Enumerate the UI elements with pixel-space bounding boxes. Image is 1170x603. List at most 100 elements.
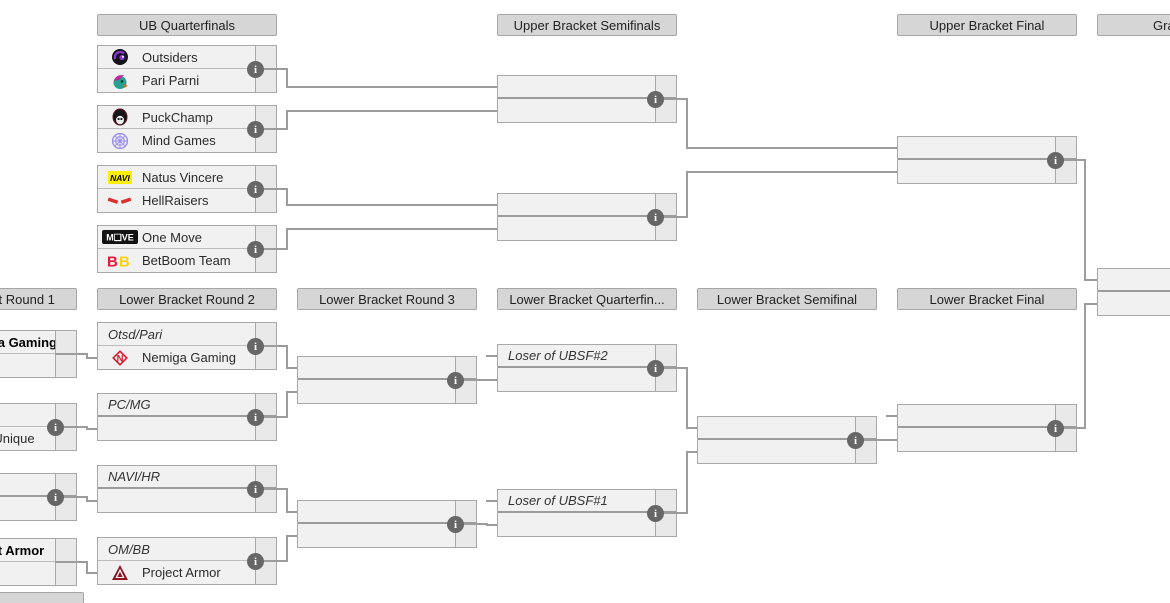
team-name[interactable]: Outsiders xyxy=(142,49,198,65)
team-name[interactable]: Natus Vincere xyxy=(142,169,224,185)
match-info-icon[interactable]: i xyxy=(447,372,464,389)
connector-line xyxy=(286,110,288,130)
header-label: Lower Bracket Round 2 xyxy=(119,291,255,307)
connector-line xyxy=(455,523,487,525)
connector-line xyxy=(655,216,687,218)
match-info-icon[interactable]: i xyxy=(1047,420,1064,437)
match-slot-top xyxy=(498,194,676,217)
team-name[interactable]: Pari Parni xyxy=(142,73,200,88)
match-info-icon[interactable]: i xyxy=(247,181,264,198)
connector-line xyxy=(55,353,87,355)
svg-text:B: B xyxy=(107,253,118,269)
team-name[interactable]: Mind Games xyxy=(142,133,216,148)
connector-line xyxy=(86,496,88,502)
match-slot-top: Project Armor xyxy=(0,539,76,562)
match-info-icon[interactable]: i xyxy=(647,505,664,522)
svg-text:N: N xyxy=(117,353,124,364)
match-info-icon[interactable]: i xyxy=(47,419,64,436)
connector-line xyxy=(86,353,88,359)
header-ubsf: Upper Bracket Semifinals xyxy=(497,14,677,36)
team-name[interactable]: HellRaisers xyxy=(142,193,209,208)
mind-games-logo xyxy=(98,132,142,150)
header-gf: Grand Final xyxy=(1097,14,1170,36)
header-label: Upper Bracket Final xyxy=(929,17,1045,33)
match-slot-top: OM/BB xyxy=(98,538,276,561)
match-info-icon[interactable]: i xyxy=(1047,152,1064,169)
match-info-icon[interactable]: i xyxy=(247,241,264,258)
connector-line xyxy=(255,248,287,250)
connector-line xyxy=(287,511,297,513)
match-slot-bottom: HellRaisers xyxy=(98,189,276,212)
match-lbr3m1: i xyxy=(297,356,477,404)
connector-line xyxy=(287,204,497,206)
connector-line xyxy=(655,512,687,514)
header-lbsf: Lower Bracket Semifinal xyxy=(697,288,877,310)
team-name[interactable]: Team Unique xyxy=(0,431,35,446)
team-name[interactable]: PuckChamp xyxy=(142,109,213,125)
match-info-icon[interactable]: i xyxy=(247,409,264,426)
match-info-icon[interactable]: i xyxy=(247,553,264,570)
match-info-icon[interactable]: i xyxy=(247,61,264,78)
connector-line xyxy=(287,228,497,230)
loser-drop-stub xyxy=(486,355,497,357)
connector-line xyxy=(686,367,688,429)
loser-drop-stub xyxy=(886,415,897,417)
match-info-icon[interactable]: i xyxy=(447,516,464,533)
slot-placeholder: PC/MG xyxy=(108,397,151,412)
match-slot-bottom: Project Armor xyxy=(98,561,276,584)
match-slot-top: M❑VE One Move xyxy=(98,226,276,249)
connector-line xyxy=(1085,279,1097,281)
match-slot-top xyxy=(898,137,1076,160)
match-slot-top xyxy=(1098,269,1170,292)
match-slot-top: PuckChamp xyxy=(98,106,276,129)
slot-placeholder: NAVI/HR xyxy=(108,469,161,484)
team-name[interactable]: One Move xyxy=(142,229,202,245)
header-lbf: Lower Bracket Final xyxy=(897,288,1077,310)
navi-logo: NAVI xyxy=(98,170,142,184)
match-ubsf1: i xyxy=(497,75,677,123)
connector-line xyxy=(255,68,287,70)
svg-text:M❑VE: M❑VE xyxy=(106,233,134,243)
connector-line xyxy=(87,357,97,359)
match-info-icon[interactable]: i xyxy=(847,432,864,449)
team-name[interactable]: Project Armor xyxy=(0,542,45,558)
header-lbr1: Lower Bracket Round 1 xyxy=(0,288,77,310)
connector-line xyxy=(255,188,287,190)
team-name[interactable]: Nemiga Gaming xyxy=(142,350,236,365)
match-info-icon[interactable]: i xyxy=(647,360,664,377)
match-info-icon[interactable]: i xyxy=(247,121,264,138)
match-info-icon[interactable]: i xyxy=(47,489,64,506)
connector-line xyxy=(55,561,87,563)
connector-line xyxy=(686,171,688,218)
connector-line xyxy=(1055,427,1085,429)
header-label: Grand Final xyxy=(1153,17,1170,33)
connector-line xyxy=(687,427,697,429)
score-cell xyxy=(55,331,76,354)
match-slot-bottom: Team Unique xyxy=(0,427,76,450)
connector-line xyxy=(287,110,497,112)
connector-line xyxy=(55,496,87,498)
header-ubf: Upper Bracket Final xyxy=(897,14,1077,36)
slot-placeholder: Otsd/Pari xyxy=(108,326,163,342)
match-info-icon[interactable]: i xyxy=(647,209,664,226)
team-name[interactable]: Project Armor xyxy=(142,565,221,580)
connector-line xyxy=(87,500,97,502)
team-name[interactable]: Nemiga Gaming xyxy=(0,334,57,350)
match-info-icon[interactable]: i xyxy=(647,91,664,108)
team-name[interactable]: BetBoom Team xyxy=(142,253,231,268)
match-slot-top xyxy=(0,404,76,427)
match-info-icon[interactable]: i xyxy=(247,481,264,498)
connector-line xyxy=(87,572,97,574)
nemiga-logo: N xyxy=(98,349,142,367)
match-slot-top: NAVI/HR xyxy=(98,466,276,489)
connector-line xyxy=(287,86,497,88)
pari-parni-logo xyxy=(98,72,142,90)
connector-line xyxy=(1084,303,1086,429)
match-info-icon[interactable]: i xyxy=(247,338,264,355)
connector-line xyxy=(687,147,897,149)
connector-line xyxy=(687,171,897,173)
match-lbsf: i xyxy=(697,416,877,464)
connector-line xyxy=(87,428,97,430)
